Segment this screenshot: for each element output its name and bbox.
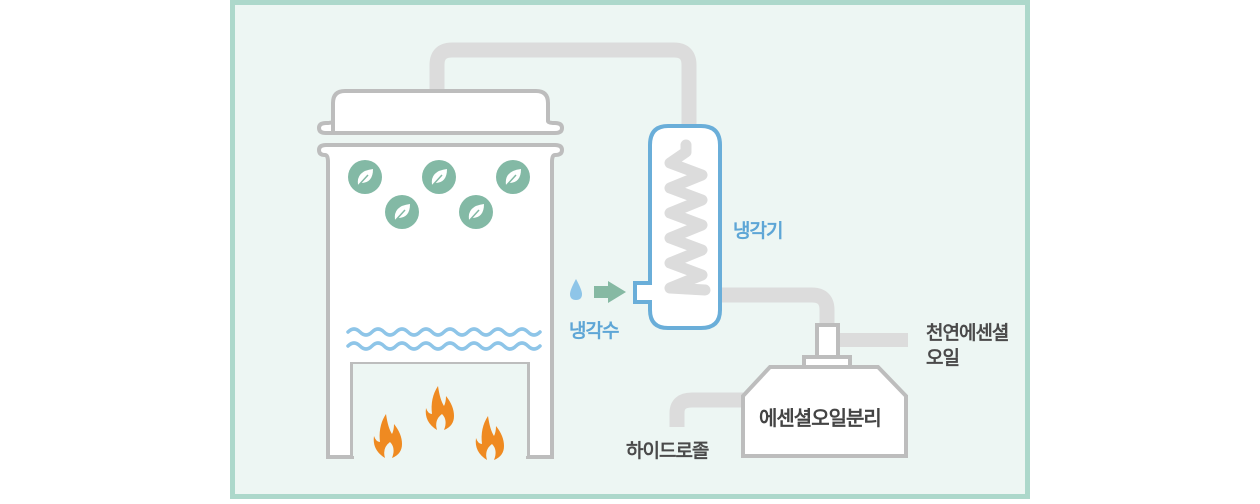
oil-outlet-pipe <box>838 333 908 347</box>
leaf-icon <box>496 160 530 194</box>
flame-icon <box>373 414 402 458</box>
flame-icons <box>373 386 504 460</box>
separator-label: 에센셜오일분리 <box>759 406 882 430</box>
cooling-water-label: 냉각수 <box>569 320 619 342</box>
vapor-pipe <box>429 42 697 128</box>
inflow-arrow-icon <box>594 281 626 303</box>
separator-neck <box>815 323 840 359</box>
leaf-icons <box>348 160 530 229</box>
leaf-icon <box>385 195 419 229</box>
water-waves <box>346 327 542 351</box>
distillate-pipe <box>722 287 835 325</box>
hydrosol-pipe <box>669 392 744 427</box>
hydrosol-label: 하이드로졸 <box>626 440 709 462</box>
essential-oil-label-line2: 오일 <box>926 347 960 369</box>
still-body <box>316 143 565 459</box>
water-wave <box>346 341 542 351</box>
flame-icon <box>475 416 504 460</box>
water-droplet-icon <box>570 279 582 300</box>
condenser-label: 냉각기 <box>733 220 783 242</box>
water-wave <box>346 327 542 337</box>
essential-oil-label-line1: 천연에센셜 <box>926 322 1009 344</box>
still-lid <box>316 89 565 135</box>
leaf-icon <box>348 160 382 194</box>
leaf-icon <box>422 160 456 194</box>
leaf-icon <box>459 195 493 229</box>
separator-body <box>741 365 908 458</box>
condenser-coil <box>664 139 711 296</box>
flame-icon <box>425 386 454 430</box>
